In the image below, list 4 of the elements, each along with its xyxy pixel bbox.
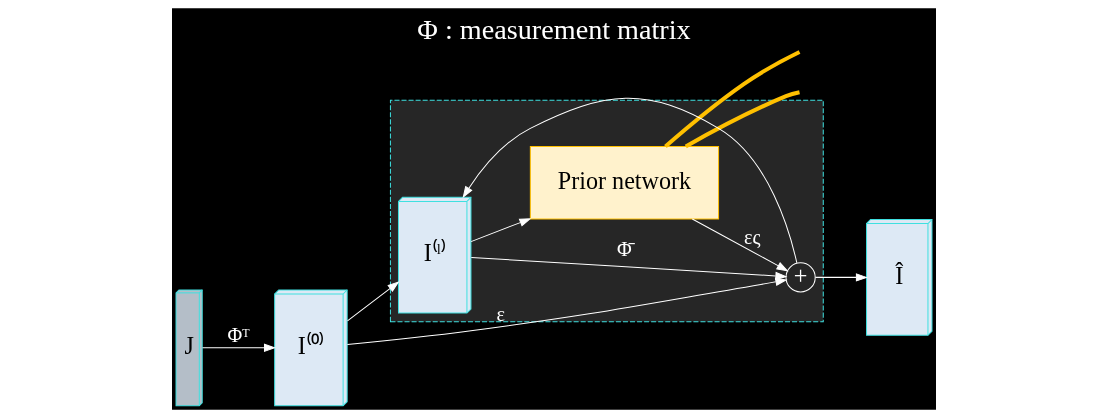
edge-label: Φᵀ bbox=[226, 323, 249, 346]
diagram-title: Φ : measurement matrix bbox=[416, 13, 691, 45]
edge-label: ε bbox=[495, 302, 505, 325]
edge-label: ες bbox=[743, 226, 761, 249]
